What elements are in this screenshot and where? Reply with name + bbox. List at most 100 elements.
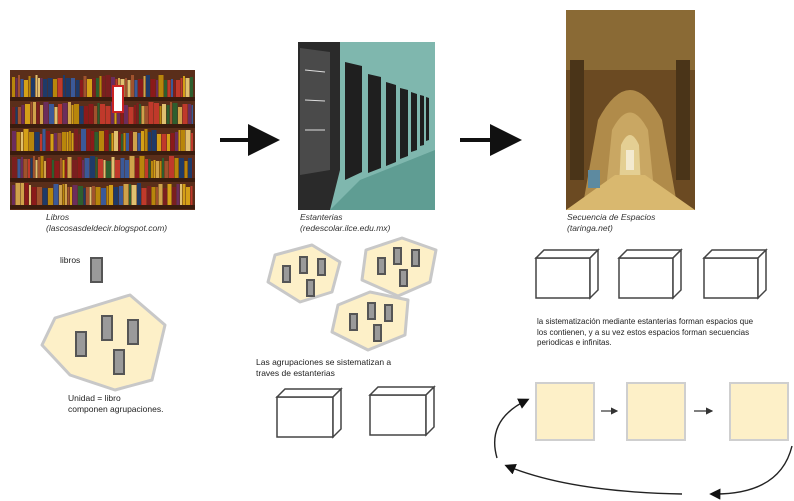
book-spine bbox=[133, 132, 137, 151]
book-spine bbox=[143, 76, 146, 97]
book-spine bbox=[180, 78, 183, 97]
sequence-square-1 bbox=[535, 382, 595, 441]
book-spine bbox=[84, 158, 90, 178]
book-spine bbox=[74, 129, 78, 151]
book-spine bbox=[78, 186, 83, 205]
book-spine bbox=[129, 184, 131, 205]
book-spine bbox=[190, 77, 193, 97]
caption-espacios-title: Secuencia de Espacios bbox=[567, 212, 656, 222]
book-spine bbox=[178, 130, 181, 151]
book-spine bbox=[65, 159, 67, 178]
book-spine bbox=[171, 79, 173, 97]
book-spine bbox=[147, 186, 151, 205]
book-spine bbox=[70, 187, 72, 205]
book-spine bbox=[15, 107, 18, 124]
book-group-3 bbox=[330, 290, 410, 352]
unidad-note-line1: Unidad = libro bbox=[68, 393, 121, 403]
book-spine bbox=[89, 187, 92, 205]
book-spine bbox=[186, 187, 190, 205]
book-spine bbox=[15, 78, 18, 97]
caption-estanterias-title: Estanterias bbox=[300, 212, 343, 222]
book-spine bbox=[33, 102, 36, 124]
book-spine bbox=[162, 158, 164, 178]
book-spine bbox=[146, 75, 150, 97]
book-spine bbox=[134, 105, 136, 124]
book-spine bbox=[144, 129, 148, 151]
book-spine bbox=[15, 183, 21, 205]
book-spine bbox=[118, 132, 121, 151]
book-spine bbox=[159, 161, 162, 178]
book-spine bbox=[170, 133, 175, 151]
book-spine bbox=[104, 130, 109, 151]
book-spine bbox=[106, 186, 109, 205]
book-spine bbox=[80, 80, 83, 97]
book-spine bbox=[36, 102, 40, 124]
book-spine bbox=[109, 134, 111, 151]
book-spine bbox=[57, 78, 63, 97]
book-spine bbox=[148, 102, 154, 124]
book-spine bbox=[43, 79, 47, 97]
book-spine bbox=[58, 104, 62, 124]
book-spine bbox=[40, 156, 44, 178]
book-spine bbox=[72, 185, 78, 205]
libros-label: libros bbox=[60, 255, 81, 265]
shelf-board bbox=[10, 124, 195, 128]
book-spine bbox=[72, 160, 77, 178]
book-spine bbox=[67, 187, 70, 205]
book-spine bbox=[71, 78, 75, 97]
book-spine bbox=[44, 161, 46, 178]
book-spine bbox=[42, 129, 46, 151]
book-spine bbox=[21, 157, 23, 178]
book-spine bbox=[88, 104, 94, 124]
book-spine bbox=[148, 132, 151, 151]
space-box-1 bbox=[534, 248, 600, 300]
book-spine bbox=[63, 75, 65, 97]
book-group-2 bbox=[360, 236, 438, 298]
cycle-arrow-bottom bbox=[504, 464, 683, 495]
book-spine bbox=[151, 130, 157, 151]
book-spine bbox=[123, 133, 126, 151]
book-spine bbox=[78, 134, 81, 151]
book-spine bbox=[77, 157, 82, 178]
space-box-2 bbox=[617, 248, 683, 300]
book-spine bbox=[129, 131, 133, 151]
book-spine bbox=[121, 134, 123, 151]
book-spine bbox=[114, 131, 118, 151]
book-spine bbox=[131, 185, 137, 205]
book-spine bbox=[28, 76, 31, 97]
book-spine bbox=[95, 157, 98, 178]
book-spine bbox=[75, 80, 80, 97]
book-spine bbox=[53, 79, 57, 97]
book-spine bbox=[127, 80, 131, 97]
book-spine bbox=[35, 75, 38, 97]
shelf-box-2 bbox=[368, 385, 436, 437]
book-spine bbox=[21, 105, 25, 124]
book-spine bbox=[167, 134, 170, 151]
book-spine bbox=[24, 183, 29, 205]
bookshelf-photo bbox=[10, 70, 195, 210]
book-spine bbox=[174, 158, 179, 178]
book-spine bbox=[120, 107, 124, 124]
book-spine bbox=[172, 187, 176, 205]
book-spine bbox=[18, 75, 20, 97]
book-spine bbox=[181, 130, 185, 151]
book-spine bbox=[182, 184, 186, 205]
book-spine bbox=[52, 160, 54, 178]
book-spine bbox=[141, 188, 147, 205]
book-spine bbox=[111, 157, 115, 178]
book-spine bbox=[167, 184, 172, 205]
caption-estanterias: Estanterias (redescolar.ilce.edu.mx) bbox=[300, 212, 390, 233]
book-spine bbox=[12, 185, 15, 205]
stacks-illustration bbox=[298, 42, 435, 210]
agrupaciones-note-line2: traves de estanterias bbox=[256, 367, 335, 378]
book-spine bbox=[131, 75, 134, 97]
book-spine bbox=[154, 103, 159, 124]
book-spine bbox=[40, 134, 42, 151]
book-spine bbox=[54, 133, 57, 151]
book-spine bbox=[46, 158, 52, 178]
book-spine bbox=[148, 159, 151, 178]
book-spine bbox=[16, 132, 21, 151]
book-spine bbox=[12, 107, 15, 124]
book-spine bbox=[12, 157, 17, 178]
book-spine bbox=[29, 132, 34, 151]
